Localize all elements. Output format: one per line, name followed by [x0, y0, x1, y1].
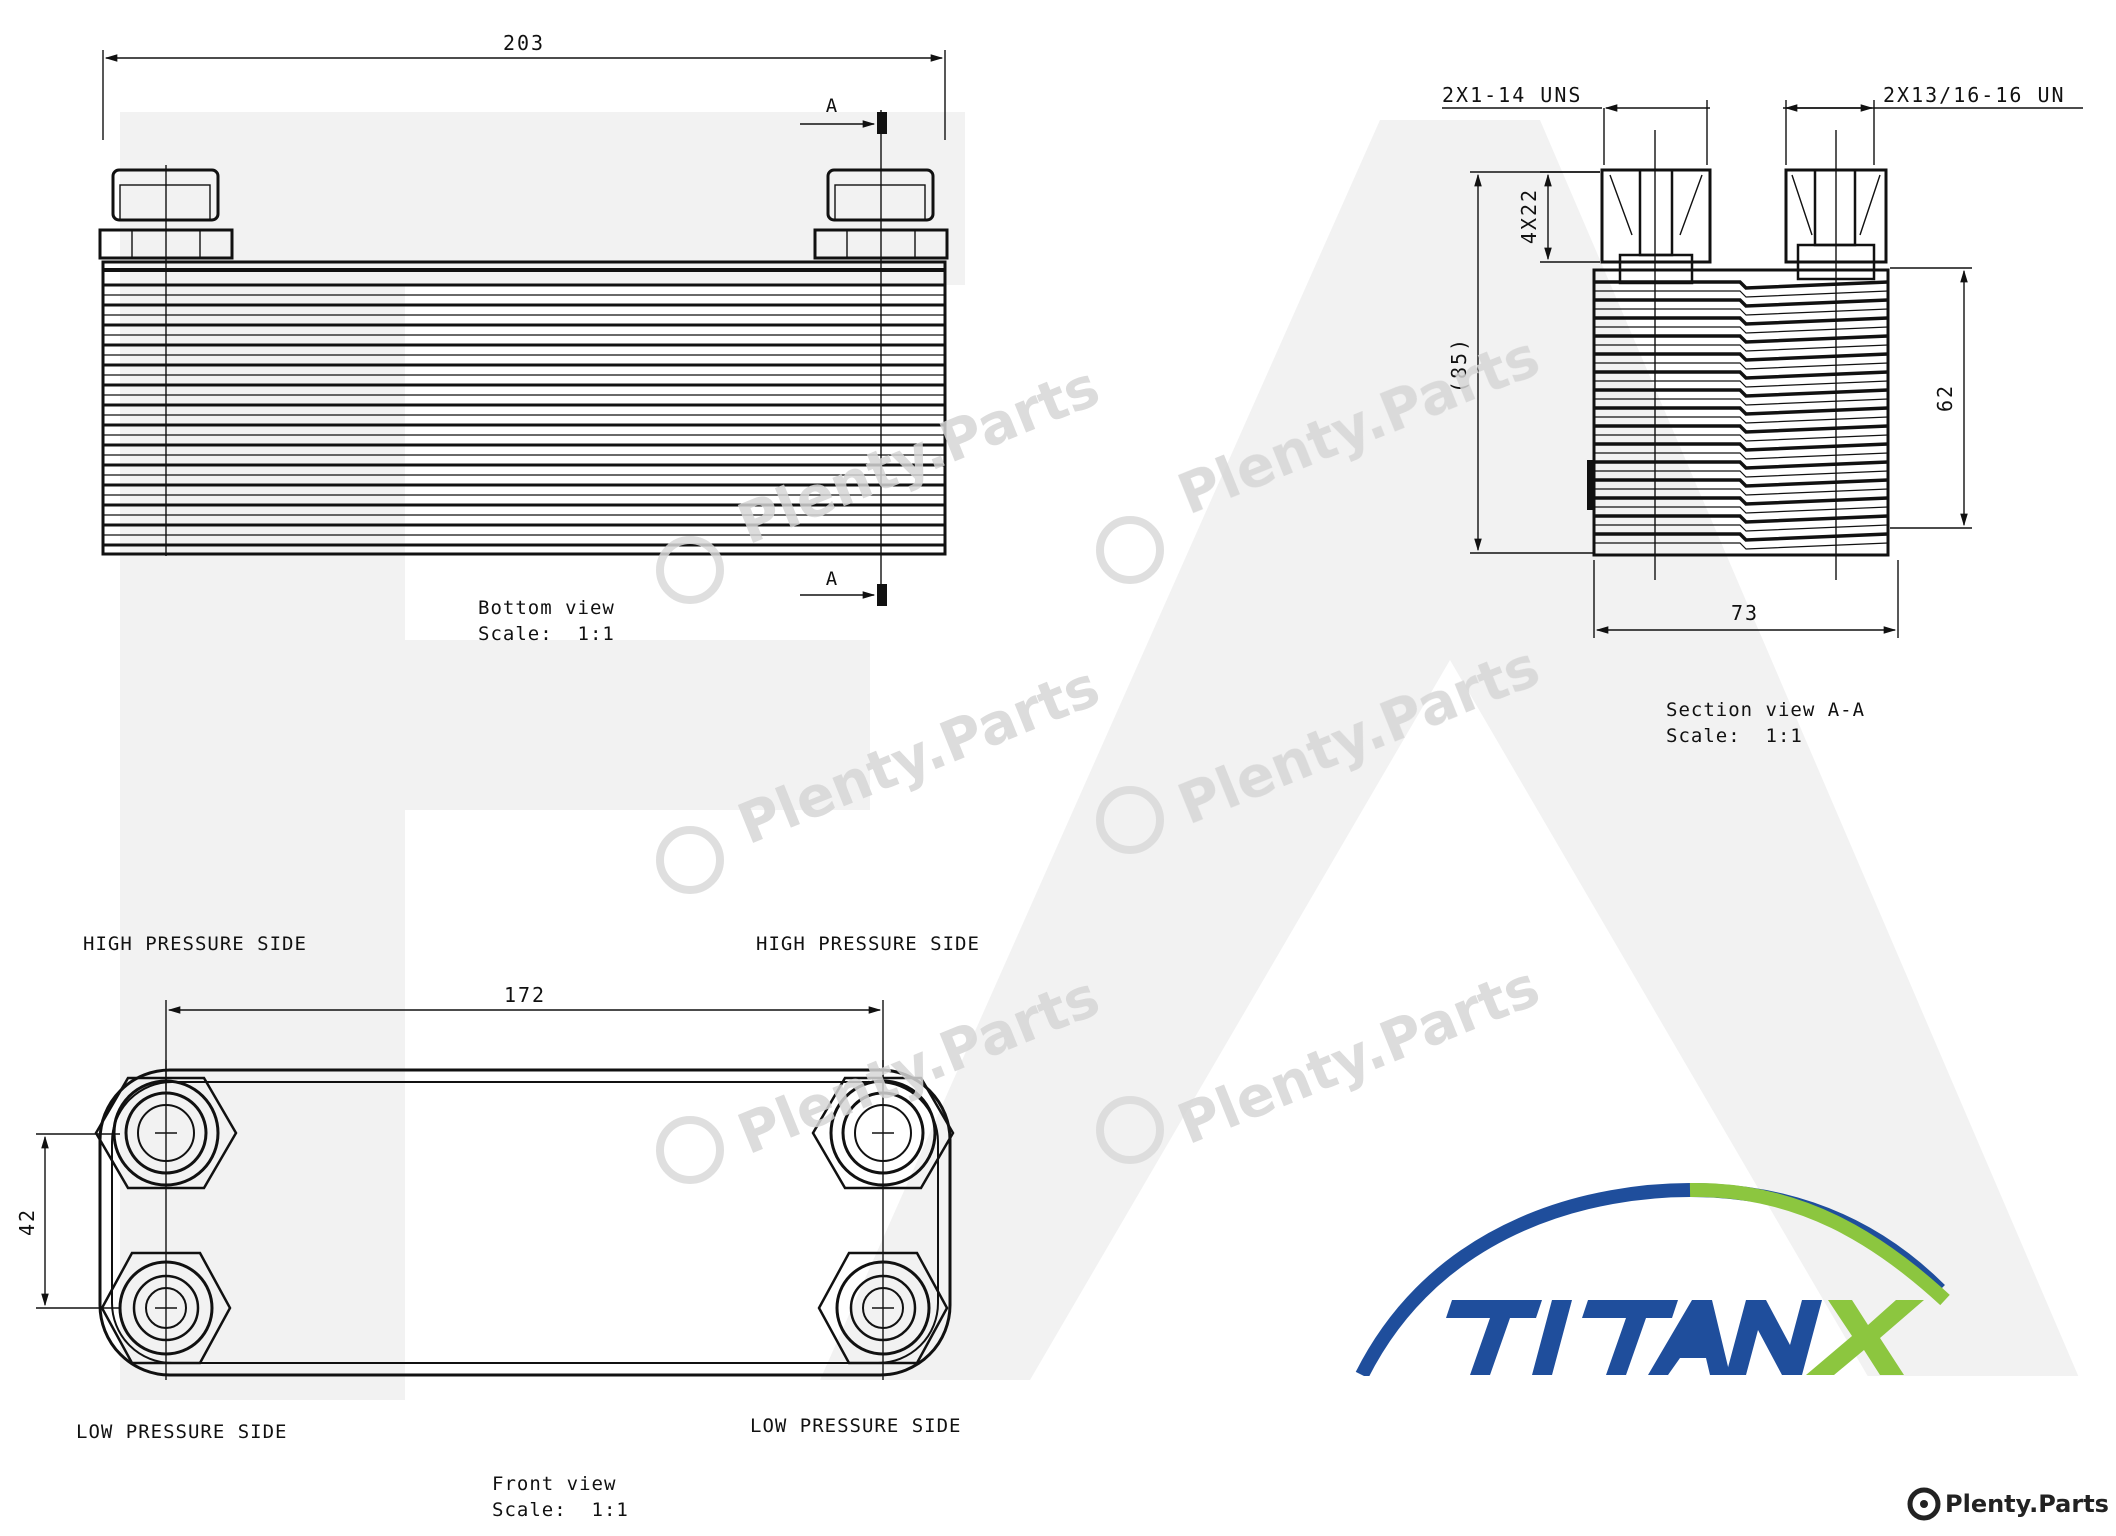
section-plate-line	[1594, 280, 1889, 290]
bottom-view: 203 A	[98, 31, 949, 645]
section-plate-line	[1594, 290, 1889, 298]
dim-section-width: 73	[1731, 601, 1759, 625]
caption-bottom-view: Bottom view	[478, 597, 615, 619]
thread-right-label: 2X13/16-16 UN	[1883, 83, 2066, 107]
section-plate-line	[1594, 344, 1889, 352]
dim-thread-depth: 4X22	[1517, 188, 1541, 244]
section-plate-line	[1594, 470, 1889, 478]
section-marker-top: A	[800, 95, 887, 134]
section-plate-line	[1594, 370, 1889, 380]
dim-total-height: (85)	[1447, 337, 1471, 393]
dim-port-spacing-h: 172	[504, 983, 546, 1007]
dim-width-203: 203	[503, 31, 545, 55]
section-plate-lines	[1594, 280, 1889, 550]
section-plate-line	[1594, 388, 1889, 398]
section-plate-line	[1594, 334, 1889, 344]
section-plate-line	[1594, 434, 1889, 442]
svg-text:A: A	[826, 95, 838, 117]
section-plate-line	[1594, 496, 1889, 506]
svg-text:A: A	[826, 568, 838, 590]
section-plate-line	[1594, 398, 1889, 406]
dim-port-spacing-v: 42	[15, 1208, 39, 1236]
section-marker-bottom: A	[800, 568, 887, 606]
label-low-pressure-left: LOW PRESSURE SIDE	[76, 1421, 287, 1443]
section-plate-line	[1594, 380, 1889, 388]
footer-site-name: Plenty.Parts	[1945, 1490, 2109, 1518]
label-low-pressure-right: LOW PRESSURE SIDE	[750, 1415, 961, 1437]
caption-section-view: Section view A-A	[1666, 699, 1865, 721]
label-high-pressure-left: HIGH PRESSURE SIDE	[83, 933, 307, 955]
section-plate-line	[1594, 308, 1889, 316]
section-plate-line	[1594, 488, 1889, 496]
section-plate-line	[1594, 298, 1889, 308]
section-plate-line	[1594, 532, 1889, 542]
section-plate-line	[1594, 424, 1889, 434]
section-plate-line	[1594, 406, 1889, 416]
thread-left-label: 2X1-14 UNS	[1442, 83, 1582, 107]
section-plate-line	[1594, 452, 1889, 460]
plate-lines	[103, 283, 945, 547]
section-plate-line	[1594, 326, 1889, 334]
section-plate-line	[1594, 460, 1889, 470]
logo-letters	[1446, 1300, 1822, 1375]
section-plate-line	[1594, 362, 1889, 370]
caption-section-scale: Scale: 1:1	[1666, 725, 1803, 747]
brake-disc-icon	[1907, 1487, 1941, 1521]
section-plate-line	[1594, 316, 1889, 326]
section-plate-line	[1594, 352, 1889, 362]
dim-plate-pack: 62	[1933, 384, 1957, 412]
footer-brand: Plenty.Parts	[1907, 1487, 2109, 1521]
label-high-pressure-right: HIGH PRESSURE SIDE	[756, 933, 980, 955]
background-letters	[120, 112, 2080, 1400]
section-plate-line	[1594, 542, 1889, 550]
plate-stack	[101, 260, 947, 556]
section-port-left	[1600, 168, 1712, 285]
section-plate-line	[1594, 416, 1889, 424]
section-plate-line	[1594, 442, 1889, 452]
caption-bottom-scale: Scale: 1:1	[478, 623, 615, 645]
section-view: 2X1-14 UNS 2X13/16-16 UN	[1442, 83, 2083, 747]
caption-front-view: Front view	[492, 1473, 616, 1495]
titanx-logo	[1340, 1182, 2080, 1396]
caption-front-scale: Scale: 1:1	[492, 1499, 629, 1521]
section-plate-line	[1594, 514, 1889, 524]
front-view: HIGH PRESSURE SIDE HIGH PRESSURE SIDE 17…	[15, 933, 980, 1521]
section-plate-line	[1594, 478, 1889, 488]
section-plate-line	[1594, 506, 1889, 514]
section-plate-line	[1594, 524, 1889, 532]
